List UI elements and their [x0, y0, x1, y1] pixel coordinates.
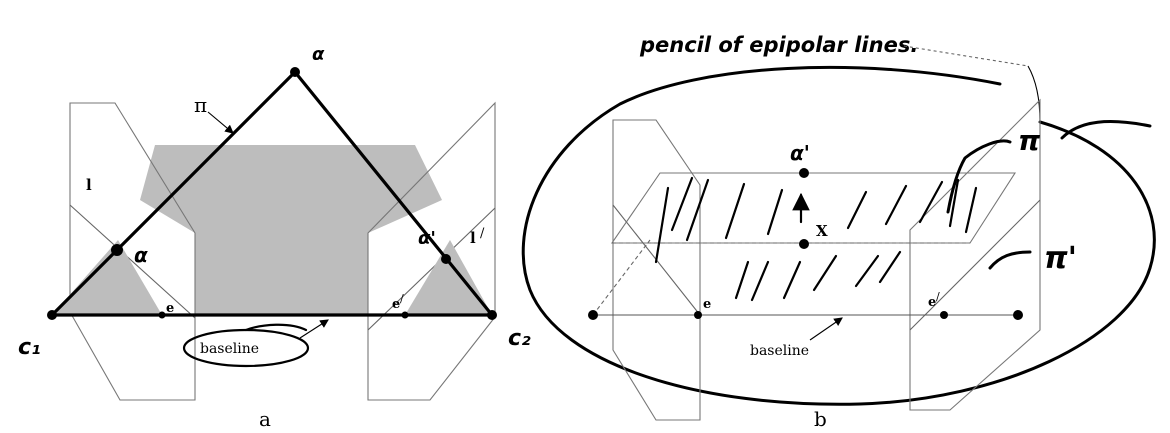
baseline-arrow [299, 319, 329, 339]
point-alpha-prime [441, 254, 451, 264]
figure-a: π l l / e e / baseline α α α' c₁ c₂ a [18, 44, 531, 431]
b-left-image-plane [592, 119, 701, 421]
baseline-hook [244, 323, 308, 332]
pencil-ellipse [521, 65, 1156, 406]
label-e-prime: e [392, 297, 400, 312]
hand-c1: c₁ [18, 335, 41, 360]
hand-alpha: α [134, 243, 148, 267]
prime-mark-e: / [400, 292, 404, 305]
hand-c2: c₂ [508, 326, 531, 351]
left-plane-triangle [52, 240, 162, 315]
figure-b: pencil of epipolar lines. α' X [521, 33, 1156, 431]
b-epipole-e [694, 311, 702, 319]
label-l-prime: l [470, 229, 476, 247]
epipole-e-prime [401, 311, 409, 319]
hand-alpha-prime: α' [418, 228, 436, 249]
b-epipole-e-prime [940, 311, 948, 319]
b-prime-mark-e: / [936, 290, 940, 303]
b-baseline-arrow [809, 317, 843, 341]
point-alpha [111, 244, 123, 256]
caption-b: b [814, 407, 827, 431]
ray-c1 [50, 70, 297, 317]
b-hand-pi: π [1018, 124, 1041, 157]
pi-arrow [207, 111, 234, 134]
b-label-baseline: baseline [750, 343, 809, 359]
caption-a: a [259, 407, 271, 431]
pencil-strokes-upper [654, 176, 978, 264]
b-hand-alpha-prime: α' [790, 141, 810, 165]
epipolar-plane-pi [140, 145, 442, 315]
b-label-e: e [703, 297, 711, 312]
title-dashed-line [903, 45, 1029, 67]
b-camera-right [1013, 310, 1023, 320]
b-pi-top-hook [1060, 120, 1152, 140]
b-hand-pi-prime: π' [1044, 241, 1077, 276]
b-camera-left [588, 310, 598, 320]
hand-top: α [312, 44, 325, 65]
b-label-x: X [816, 222, 828, 240]
b-point-x [799, 239, 809, 249]
label-e: e [166, 301, 174, 316]
b-label-e-prime: e [928, 295, 936, 310]
title-connector [1027, 65, 1041, 123]
ray-c2 [293, 70, 494, 317]
b-pi-stroke [946, 139, 1012, 214]
label-l: l [86, 176, 92, 194]
b-right-image-plane [909, 98, 1041, 411]
b-pi-prime-stroke [988, 250, 1032, 270]
right-image-plane [367, 101, 496, 401]
label-pi: π [194, 93, 207, 117]
right-plane-triangle [405, 240, 492, 315]
prime-mark-l: / [480, 226, 485, 241]
pencil-strokes-lower [734, 250, 902, 302]
point-top [290, 67, 300, 77]
label-baseline: baseline [200, 341, 259, 357]
epipole-e [158, 311, 166, 319]
hand-title: pencil of epipolar lines. [639, 33, 918, 57]
camera-center-c2 [487, 310, 497, 320]
b-point-alpha-prime [799, 168, 809, 178]
camera-center-c1 [47, 310, 57, 320]
